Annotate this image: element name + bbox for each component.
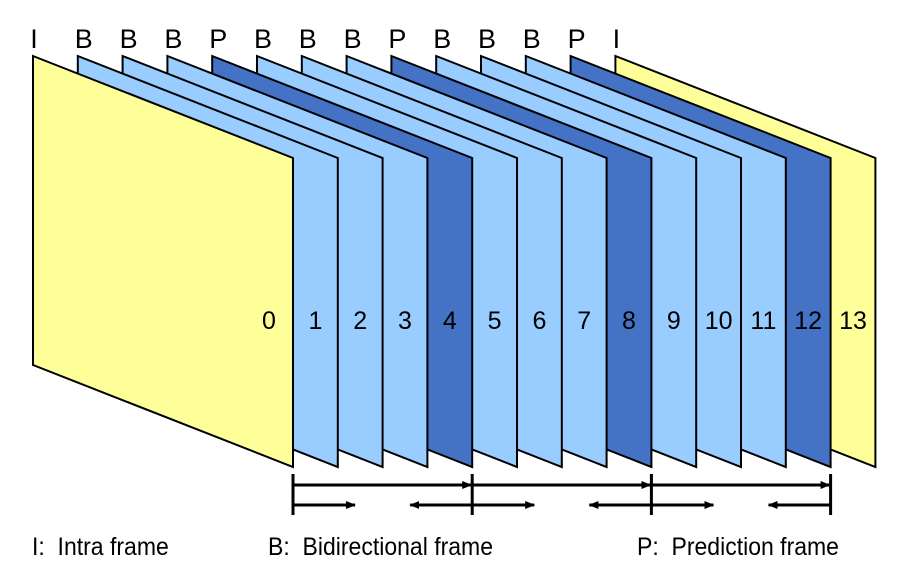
frame-type-label: P — [209, 24, 227, 54]
frame-type-label: B — [120, 24, 138, 54]
frame-type-label: I — [30, 24, 38, 54]
frames-layer — [32, 54, 877, 469]
frame-number-label: 6 — [532, 307, 546, 335]
frame-type-label: B — [433, 24, 451, 54]
frame-type-label: B — [254, 24, 272, 54]
frame-number-label: 12 — [794, 307, 822, 335]
frame-type-label: P — [568, 24, 586, 54]
frame-number-label: 7 — [577, 307, 591, 335]
frame-number-label: 10 — [705, 307, 733, 335]
frame-number-label: 9 — [667, 307, 681, 335]
frame-number-label: 13 — [839, 307, 867, 335]
frame-type-label: B — [75, 24, 93, 54]
frame-type-label: B — [164, 24, 182, 54]
frame-type-label: B — [523, 24, 541, 54]
frame-type-label: B — [299, 24, 317, 54]
frame-number-label: 11 — [750, 307, 776, 335]
prediction-arrows — [291, 474, 833, 515]
legend-bidirectional: B: Bidirectional frame — [268, 533, 493, 561]
frame-number-label: 0 — [262, 307, 276, 335]
frame-number-label: 4 — [443, 307, 457, 335]
frame-number-label: 2 — [353, 307, 367, 335]
frame-number-label: 1 — [308, 307, 322, 335]
frame-0-i — [32, 54, 294, 469]
frame-type-label: B — [478, 24, 496, 54]
frame-type-label: B — [344, 24, 362, 54]
legend-prediction: P: Prediction frame — [637, 533, 839, 561]
legend-intra: I: Intra frame — [32, 533, 169, 561]
frame-type-label: P — [388, 24, 406, 54]
frame-number-label: 8 — [622, 307, 636, 335]
frame-number-label: 3 — [398, 307, 412, 335]
frame-number-label: 5 — [488, 307, 502, 335]
frame-type-label: I — [613, 24, 621, 54]
